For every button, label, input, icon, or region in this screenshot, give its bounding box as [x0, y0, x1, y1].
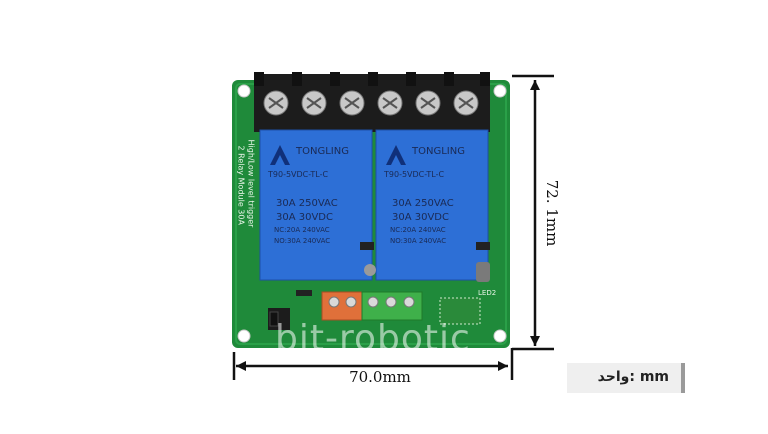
mounting-hole-bl [237, 329, 251, 343]
height-dimension-text: 72. 1mm [543, 179, 561, 247]
unit-label: واحد: mm [597, 369, 669, 385]
watermark: bit-robotic [275, 318, 471, 359]
jumper-cap [269, 311, 279, 327]
relay-2-rating1: 30A 250VAC [392, 198, 454, 209]
relay-2-nc: NC:20A 240VAC [390, 226, 446, 234]
relay-1-nc: NC:20A 240VAC [274, 226, 330, 234]
pcb-side-text-1: High/Low level trigger [246, 139, 256, 228]
relay-2-no: NO:30A 240VAC [390, 237, 447, 245]
pcb-side-text-2: 2 Relay Module 30A [236, 145, 246, 225]
relay-1-rating2: 30A 30VDC [276, 212, 333, 223]
relay-logos [270, 145, 406, 165]
capacitor [476, 262, 490, 282]
width-dimension-label: 70.0mm [349, 368, 411, 386]
relay-2-rating2: 30A 30VDC [392, 212, 449, 223]
led-label: LED2 [478, 289, 497, 297]
mounting-hole-br [493, 329, 507, 343]
smd-part-2 [476, 242, 490, 250]
relay-1-rating1: 30A 250VAC [276, 198, 338, 209]
unit-box-accent-bar [681, 363, 685, 393]
relay-1-no: NO:30A 240VAC [274, 237, 331, 245]
height-dimension [512, 74, 554, 351]
input-terminal-orange [321, 291, 363, 321]
smd-part-1 [360, 242, 374, 250]
height-dimension-label: 72. 1mm [532, 180, 572, 247]
relay-2-brand: TONGLING [412, 146, 465, 157]
smd-part-3 [296, 290, 312, 296]
relay-2-model: T90-5VDC-TL-C [384, 170, 445, 179]
relay-1-model: T90-5VDC-TL-C [268, 170, 329, 179]
input-terminal-screws [328, 296, 415, 308]
screw-heads [263, 90, 479, 116]
relay-1-brand: TONGLING [296, 146, 349, 157]
mounting-hole-tr [493, 84, 507, 98]
unit-box: واحد: mm [567, 363, 685, 393]
terminal-fins [254, 72, 490, 86]
pin-header [439, 297, 481, 325]
mounting-hole-tl [237, 84, 251, 98]
transistor-1 [364, 264, 376, 276]
width-dimension [232, 348, 514, 380]
